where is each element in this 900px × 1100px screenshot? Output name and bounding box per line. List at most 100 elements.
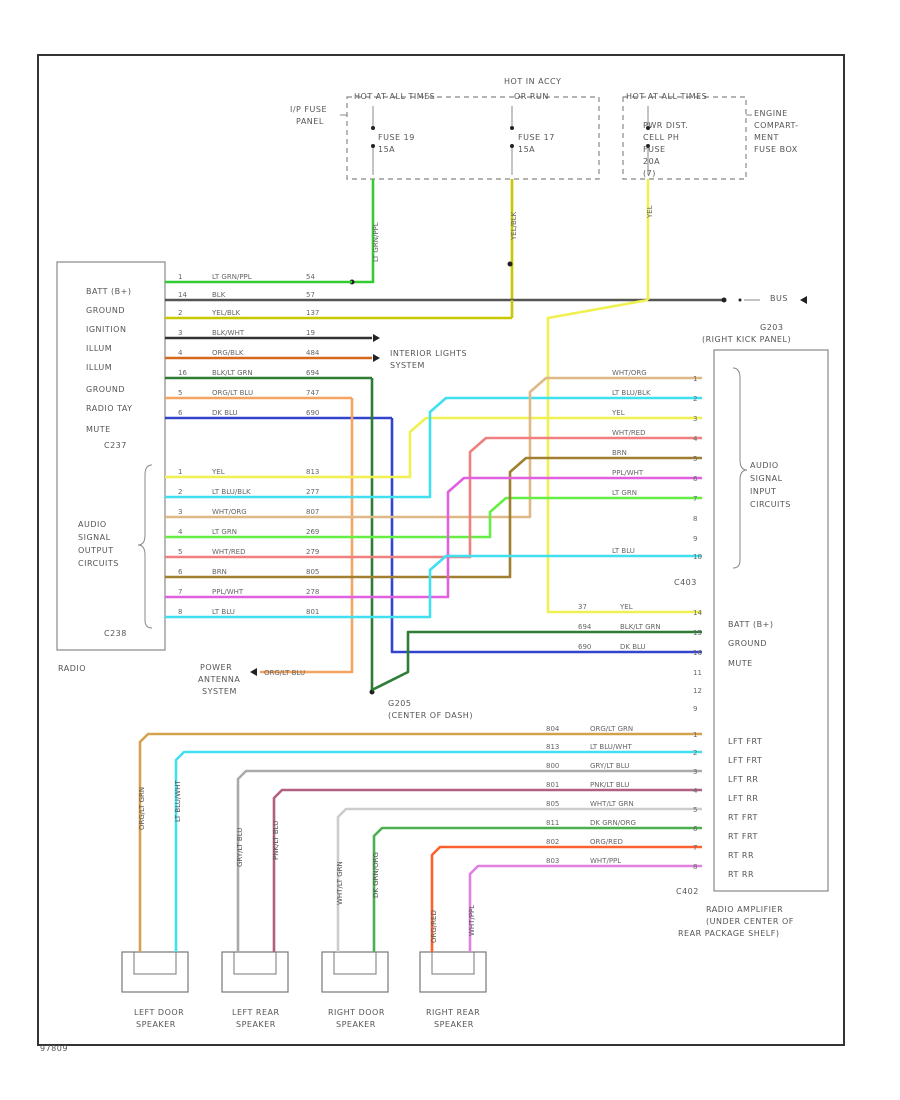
engine-fuse-box [622,96,747,180]
c403-power-pin-5: 12 [693,687,702,695]
radio-box [56,261,166,651]
wire-c238-3-pin: 3 [178,508,182,516]
output-brace [137,464,153,629]
power-antenna-label-2: ANTENNA [198,675,240,684]
power-antenna-label-3: SYSTEM [202,687,237,696]
wire-c237-8-pin: 6 [178,409,183,417]
radio-labels: BATT (B+) GROUND IGNITION ILLUM ILLUM GR… [58,287,133,673]
wire-antenna-feed [260,398,354,674]
wire-c237-3-color: YEL/BLK [211,309,241,317]
left-door-speaker-label-1: LEFT DOOR [134,1008,184,1017]
wire-speaker-4 [272,788,702,952]
ip-fuse-panel-label-1: I/P FUSE [290,105,327,114]
fuse-17-label: FUSE 17 [518,133,555,142]
wire-speaker-5-color: WHT/LT GRN [590,800,634,808]
fuse-17-amps: 15A [518,145,535,154]
middle-labels: INTERIOR LIGHTS SYSTEM POWER ANTENNA SYS… [198,294,791,720]
wire-speaker-1-color: ORG/LT GRN [590,725,633,733]
pwr-dist-label-4: 20A [643,157,660,166]
wire-c237-6-color: BLK/LT GRN [212,369,253,377]
wire-c237-5-pin: 4 [178,349,183,357]
connector-c402: C402 [676,887,699,896]
wire-speaker-6-color: DK GRN/ORG [590,819,636,827]
wire-c238-8-color: LT BLU [212,608,235,616]
ip-fuse-panel-label-2: PANEL [296,117,324,126]
radio-pin-ground-2: GROUND [86,385,125,394]
c403-power-pin-3: 16 [693,649,702,657]
speaker-lead-4-label: PNK/LT BLU [272,821,280,860]
wire-c238-1-color: YEL [211,468,225,476]
radio-amplifier-label-2: (UNDER CENTER OF [706,917,794,926]
engine-compartment-label-4: FUSE BOX [754,145,798,154]
wire-speaker-8-circuit: 803 [546,857,559,865]
wire-c237-2-pin: 14 [178,291,187,299]
audio-output-label-1: AUDIO [78,520,107,529]
wire-speaker-5 [336,807,702,952]
wire-c238-7-pin: 7 [178,588,182,596]
pwr-dist-label-2: CELL PH [643,133,679,142]
wire-speaker-3-color: GRY/LT BLU [590,762,629,770]
c403-input-pin-9: 9 [693,535,697,543]
amp-pin-rt-frt-2: RT FRT [728,832,758,841]
right-rear-speaker [419,951,487,993]
audio-input-label-2: SIGNAL [750,474,783,483]
right-rear-speaker-label-1: RIGHT REAR [426,1008,480,1017]
c402-pin-8: 8 [693,863,697,871]
fuse19-contact-bottom [371,144,375,148]
wire-fuse19-feed [352,179,375,284]
c403-input-pin-4: 4 [693,435,698,443]
wire-c237-2-color: BLK [212,291,226,299]
c403-input-pin-5: 5 [693,455,697,463]
amp-pin-ground: GROUND [728,639,767,648]
bus-label: BUS [770,294,788,303]
c402-pin-5: 5 [693,806,697,814]
wire-speaker-6-circuit: 811 [546,819,559,827]
g203-label-2: (RIGHT KICK PANEL) [702,335,791,344]
wire-c238-8-pin: 8 [178,608,182,616]
wire-c238-6-circuit: 805 [306,568,319,576]
hot-in-acc-label-1: HOT IN ACCY [504,77,561,86]
wire-speaker-7 [430,845,702,952]
wire-fuse17-label: YEL/BLK [510,211,518,241]
wire-c238-2-circuit: 277 [306,488,319,496]
audio-output-label-4: CIRCUITS [78,559,119,568]
radio-pin-radio-tay: RADIO TAY [86,404,133,413]
speaker-lead-1-label: ORG/LT GRN [138,787,146,830]
connector-c238: C238 [104,629,127,638]
audio-input-label-3: INPUT [750,487,776,496]
wire-c238-2-pin: 2 [178,488,182,496]
wire-c237-6-pin: 16 [178,369,187,377]
splice-bus-1 [721,297,727,303]
right-door-speaker [321,951,389,993]
pwr-dist-label-1: PWR DIST. [643,121,688,130]
arrow-interior-lights-2 [373,354,380,362]
c403-input-pin-8: 8 [693,515,697,523]
radio-pin-mute: MUTE [86,425,111,434]
wire-output-6 [165,456,702,579]
speaker-lead-5-label: WHT/LT GRN [336,861,344,905]
amp-pin-rt-rr-2: RT RR [728,870,754,879]
wire-c238-5-circuit: 279 [306,548,319,556]
wire-speaker-5-circuit: 805 [546,800,559,808]
speaker-lead-2-label: LT BLU/WHT [174,780,182,822]
speaker-lead-3-label: GRY/LT BLU [236,828,244,867]
wire-output-8 [165,554,702,619]
c403-input-pin-6: 6 [693,475,698,483]
c403-power-circuit-3: 690 [578,643,591,651]
wire-speaker-3-circuit: 800 [546,762,559,770]
engine-compartment-label-3: MENT [754,133,779,142]
wire-output-3 [165,376,702,519]
c403-power-color-2: BLK/LT GRN [620,623,661,631]
amp-pin-rt-frt-1: RT FRT [728,813,758,822]
c403-input-pin-3: 3 [693,415,697,423]
c403-power-color-1: YEL [619,603,633,611]
wire-speaker-7-color: ORG/RED [590,838,623,846]
wire-pwr-label: YEL [646,205,654,219]
wire-c237-6-circuit: 694 [306,369,320,377]
c403-input-color-10: LT BLU [612,547,635,555]
c403-power-pin-4: 11 [693,669,702,677]
fuse17-contact-bottom [510,144,514,148]
c402-pin-3: 3 [693,768,697,776]
radio-pin-ground: GROUND [86,306,125,315]
wire-speaker-2-color: LT BLU/WHT [590,743,632,751]
